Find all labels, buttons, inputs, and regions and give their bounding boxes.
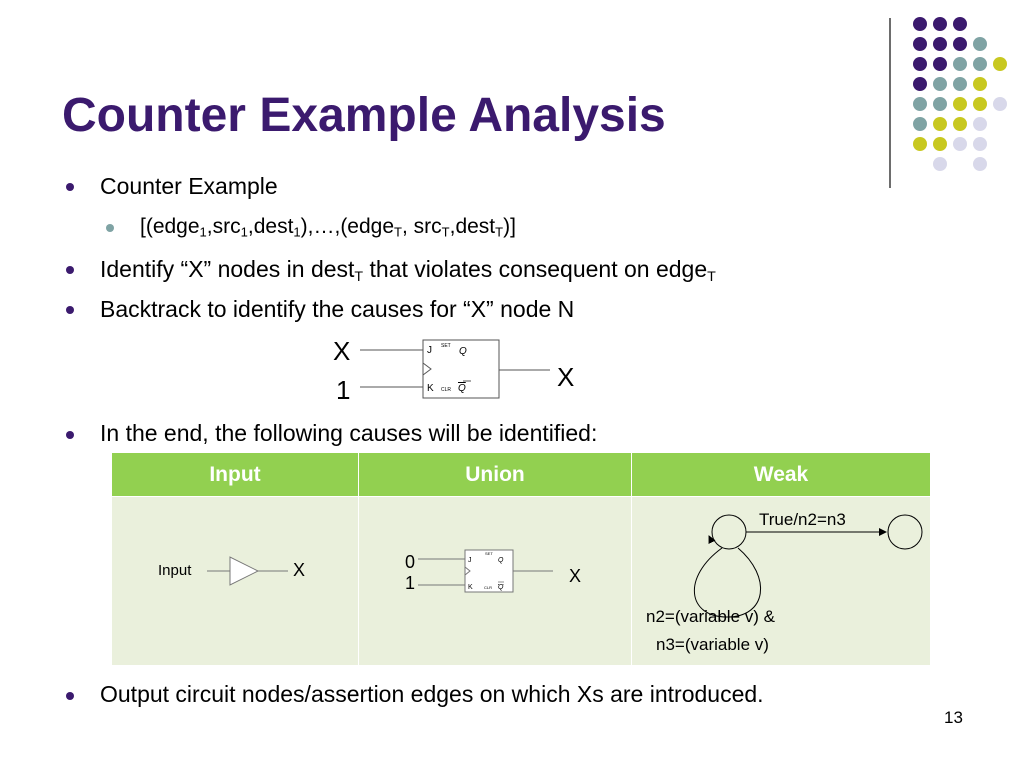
header-input: Input	[111, 452, 359, 497]
decorative-dot	[913, 97, 927, 111]
sub-bullet-trace: [(edge1,src1,dest1),…,(edgeT, srcT,destT…	[140, 215, 516, 240]
bullet-marker	[66, 266, 74, 274]
ff-pin-q: Q	[459, 346, 467, 357]
decorative-dot	[953, 37, 967, 51]
decorative-dot	[913, 57, 927, 71]
header-weak: Weak	[631, 452, 931, 497]
decorative-dot	[973, 57, 987, 71]
input-cell-label: Input	[158, 562, 192, 579]
decorative-dot	[933, 97, 947, 111]
decorative-dot	[993, 97, 1007, 111]
decorative-dot	[933, 157, 947, 171]
bullet-marker	[66, 306, 74, 314]
decorative-dot-grid	[913, 17, 1007, 171]
decorative-dot	[973, 117, 987, 131]
union-ff-pin-clr: CLR	[484, 585, 492, 590]
decorative-dot	[913, 117, 927, 131]
bullet-identify-x: Identify “X” nodes in destT that violate…	[100, 256, 716, 285]
decorative-dot	[973, 157, 987, 171]
decorative-dot	[933, 37, 947, 51]
decorative-dot	[913, 137, 927, 151]
decorative-dot	[953, 77, 967, 91]
bullet-counter-example: Counter Example	[100, 173, 278, 199]
header-union: Union	[358, 452, 632, 497]
ff-pin-j: J	[427, 345, 432, 356]
union-ff-pin-k: K	[468, 584, 473, 591]
input-cell-output: X	[293, 560, 306, 580]
page-number: 13	[944, 708, 963, 727]
decorative-dot	[973, 37, 987, 51]
union-ff-pin-set: SET	[485, 551, 493, 556]
decorative-dot	[953, 117, 967, 131]
ff-input-k-label: 1	[336, 375, 351, 405]
input-cell: Input X	[111, 496, 359, 666]
union-cell: J K Q Q SET CLR 0 1 X	[358, 496, 632, 666]
ff-input-j-label: X	[333, 336, 351, 366]
union-ff-pin-q: Q	[498, 557, 504, 564]
union-input-j: 0	[405, 552, 416, 572]
table-row: Input X J K Q Q SET CLR 0	[111, 496, 931, 666]
decorative-dot	[953, 97, 967, 111]
table-header-row: Input Union Weak	[111, 452, 931, 497]
decorative-dot	[953, 137, 967, 151]
bullet-marker	[66, 692, 74, 700]
bullet-backtrack: Backtrack to identify the causes for “X”…	[100, 296, 575, 322]
state-transition-diagram	[694, 514, 923, 618]
weak-cell: True/n2=n3 n2=(variable v) & n3=(variabl…	[631, 496, 931, 666]
union-output: X	[569, 566, 582, 586]
ff-output-label: X	[557, 362, 575, 392]
ff-pin-clr: CLR	[441, 387, 451, 393]
union-flipflop-diagram: J K Q Q SET CLR	[418, 549, 553, 593]
union-ff-pin-qbar: Q	[498, 584, 504, 591]
union-ff-pin-j: J	[468, 557, 472, 564]
decorative-dot	[913, 17, 927, 31]
decorative-dot	[973, 97, 987, 111]
ff-pin-set: SET	[441, 343, 451, 349]
weak-loop-label-2: n3=(variable v)	[656, 635, 769, 654]
decorative-dot	[933, 77, 947, 91]
decorative-dot	[933, 137, 947, 151]
bullet-in-the-end: In the end, the following causes will be…	[100, 420, 598, 446]
ff-pin-qbar: Q	[458, 383, 466, 394]
decorative-dot	[953, 17, 967, 31]
decorative-dot	[913, 77, 927, 91]
decorative-dot	[933, 17, 947, 31]
jk-flipflop-diagram: J K Q Q SET CLR	[360, 339, 550, 399]
decorative-dot	[933, 117, 947, 131]
bullet-output-circuit: Output circuit nodes/assertion edges on …	[100, 681, 764, 707]
weak-edge-label: True/n2=n3	[759, 510, 846, 529]
title-divider-line	[889, 18, 891, 188]
weak-loop-label-1: n2=(variable v) &	[646, 607, 775, 626]
sub-bullet-marker	[106, 224, 114, 232]
causes-table: Input Union Weak Input X	[111, 452, 931, 666]
decorative-dot	[973, 137, 987, 151]
union-input-k: 1	[405, 573, 416, 593]
ff-pin-k: K	[427, 383, 434, 394]
bullet-marker	[66, 431, 74, 439]
decorative-dot	[973, 77, 987, 91]
slide-title: Counter Example Analysis	[62, 89, 666, 142]
decorative-dot	[993, 57, 1007, 71]
buffer-gate-diagram	[207, 556, 288, 586]
bullet-marker	[66, 183, 74, 191]
decorative-dot	[953, 57, 967, 71]
decorative-dot	[913, 37, 927, 51]
decorative-dot	[933, 57, 947, 71]
